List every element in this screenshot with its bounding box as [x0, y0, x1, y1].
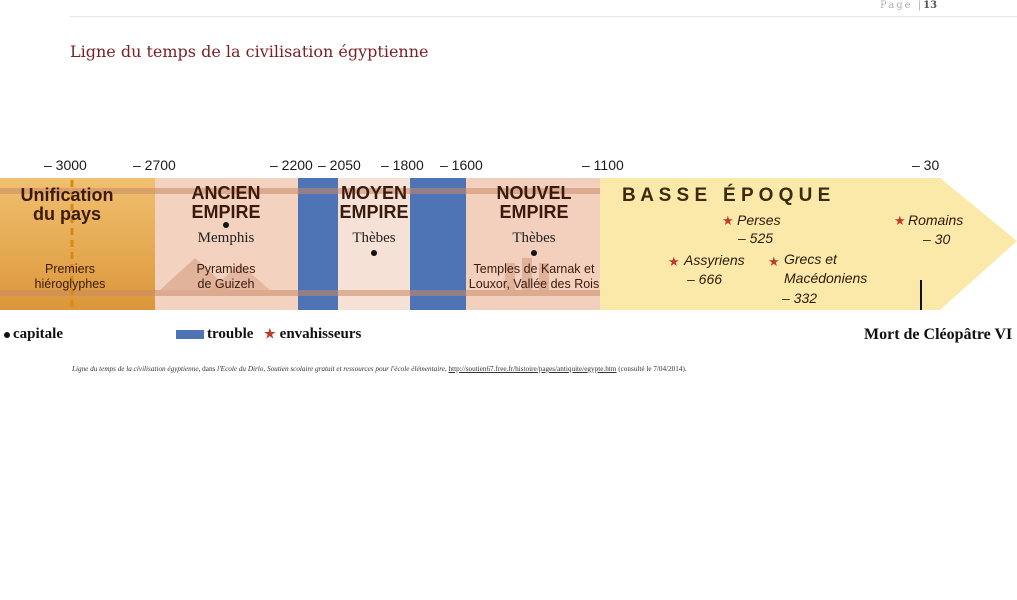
basse-epoque-label: B A S S E É P O Q U E — [622, 185, 831, 206]
assyriens-name: Assyriens — [684, 252, 745, 268]
grecs-name1: Grecs et — [784, 251, 837, 267]
pyramid-shape — [160, 258, 230, 290]
star-icon: ★ — [264, 326, 276, 341]
capital-dot — [223, 222, 229, 228]
legend-trouble-label: trouble — [207, 326, 254, 342]
caption-text: , dans — [198, 365, 218, 373]
tick-label: – 1800 — [381, 157, 424, 173]
invader-star: ★ — [722, 214, 734, 229]
nouvel-sub: Temples de Karnak et Louxor, Vallée des … — [458, 262, 610, 292]
romains-name: Romains — [908, 212, 964, 228]
temple-column — [522, 258, 532, 290]
mort-cleopatre-label: Mort de Cléopâtre VI — [864, 326, 1013, 343]
unification-segment — [0, 178, 155, 310]
nouvel-line1: NOUVEL — [496, 183, 572, 203]
invader-star: ★ — [668, 255, 680, 270]
nouvel-line2: EMPIRE — [499, 202, 569, 222]
nouvel-empire-label: NOUVEL EMPIRE — [478, 184, 590, 222]
ancien-capital: Memphis — [197, 230, 255, 246]
legend-envahisseurs: ★envahisseurs — [264, 326, 361, 343]
timeline-background — [0, 178, 1017, 310]
trouble-segment-2 — [410, 178, 466, 310]
perses-year: – 525 — [738, 230, 774, 246]
moyen-line2: EMPIRE — [339, 202, 409, 222]
caption-source: l'Ecole du Dirlo, Soutien scolaire gratu… — [217, 365, 445, 373]
page-title: Ligne du temps de la civilisation égypti… — [70, 42, 429, 61]
source-caption: Ligne du temps de la civilisation égypti… — [72, 365, 687, 373]
trouble-swatch-icon — [176, 330, 204, 340]
caption-text: , — [444, 365, 449, 373]
grecs-name2: Macédoniens — [784, 270, 868, 286]
unification-label: Unification du pays — [8, 186, 126, 224]
tick-label: – 1600 — [440, 157, 483, 173]
tick-label: – 1100 — [582, 157, 624, 173]
tick-label: – 2200 — [270, 157, 313, 173]
moyen-empire-label: MOYEN EMPIRE — [328, 184, 420, 222]
legend-envahisseurs-label: envahisseurs — [279, 326, 362, 342]
tick-label: – 2050 — [318, 157, 361, 173]
tick-label: – 30 — [912, 157, 940, 173]
unification-sub1: Premiers — [44, 262, 95, 276]
capital-dot-icon — [4, 331, 10, 338]
caption-link[interactable]: http://soutien67.free.fr/histoire/pages/… — [448, 365, 617, 373]
legend-trouble: trouble — [176, 326, 253, 343]
moyen-empire-segment — [338, 178, 410, 310]
header-rule — [70, 16, 1017, 17]
page-number: Page |13 — [880, 0, 937, 11]
ancien-line1: ANCIEN — [191, 183, 261, 203]
invader-star: ★ — [894, 214, 906, 229]
page-number-value: 13 — [923, 0, 938, 11]
perses-name: Perses — [737, 212, 781, 228]
grecs-year: – 332 — [782, 290, 818, 306]
legend-capitale-label: capitale — [13, 326, 63, 342]
pyramid-shape — [210, 264, 270, 290]
trouble-segment-1 — [298, 178, 338, 310]
temple-column — [539, 263, 549, 290]
ancien-sub: Pyramides de Guizeh — [176, 262, 276, 292]
page-label: Page | — [880, 0, 924, 11]
nouvel-sub2: Louxor, Vallée des Rois — [468, 277, 600, 291]
nouvel-capital: Thèbes — [512, 230, 556, 246]
unification-sub2: hiéroglyphes — [34, 277, 106, 291]
capital-dot — [531, 250, 537, 256]
moyen-capital: Thèbes — [352, 230, 396, 246]
capital-dot — [371, 250, 377, 256]
basse-epoque-arrow — [600, 178, 1017, 310]
nouvel-sub1: Temples de Karnak et — [473, 262, 595, 276]
invader-star: ★ — [768, 255, 780, 270]
ancien-line2: EMPIRE — [191, 202, 261, 222]
caption-date: (consulté le 7/04/2014). — [616, 365, 687, 373]
unification-line2: du pays — [32, 204, 102, 224]
assyriens-year: – 666 — [687, 271, 723, 287]
romains-year: – 30 — [923, 231, 951, 247]
legend-capitale: capitale — [4, 326, 63, 343]
tick-label: – 2700 — [133, 157, 176, 173]
ancien-sub1: Pyramides — [196, 262, 256, 276]
stripe-bottom — [0, 290, 600, 296]
caption-title: Ligne du temps de la civilisation égypti… — [72, 365, 199, 373]
ancien-empire-label: ANCIEN EMPIRE — [176, 184, 276, 222]
tick-label: – 3000 — [44, 157, 87, 173]
unification-sub: Premiers hiéroglyphes — [10, 262, 130, 292]
moyen-line1: MOYEN — [340, 183, 407, 203]
timeline-band: Unification du pays Premiers hiéroglyphe… — [0, 178, 1017, 310]
nouvel-empire-segment — [466, 178, 600, 310]
temple-column — [505, 263, 515, 290]
stripe-top — [0, 188, 600, 194]
ancien-sub2: de Guizeh — [197, 277, 255, 291]
unification-line1: Unification — [20, 185, 114, 205]
